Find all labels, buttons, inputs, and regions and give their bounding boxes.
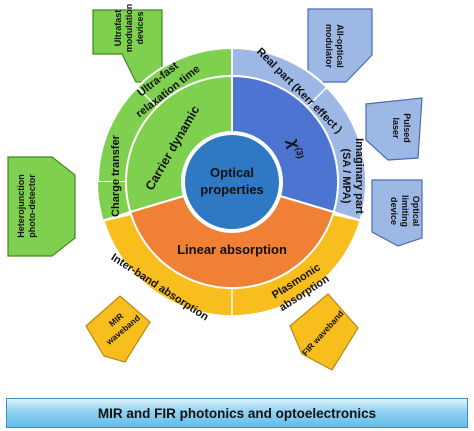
label-imag-line1: Imaginary part	[353, 138, 365, 214]
tab-fir-waveband: FIR waveband	[289, 293, 359, 371]
tab-heterojunction-line2: photo-detector	[27, 174, 37, 238]
tab-pulsed-laser: Pulsed laser	[365, 97, 423, 161]
tab-ultrafast-line2: modulation	[124, 4, 134, 53]
tab-all-optical-line1: All-optical	[335, 24, 345, 68]
tab-ultrafast-line1: Ultrafast	[113, 10, 123, 47]
tab-ultrafast-modulation: Ultrafast modulation devices	[92, 4, 163, 83]
tab-optical-limiting-line1: Optical	[411, 196, 421, 227]
label-imag-line2: (SA / MPA)	[340, 149, 352, 204]
tab-heterojunction: Heterojunction photo-detector	[7, 156, 76, 257]
center-line2: properties	[200, 182, 264, 197]
outer-divider-upper-right	[306, 86, 328, 108]
inner-segment-linear	[129, 194, 335, 290]
tab-optical-limiting-line3: device	[389, 197, 399, 225]
inner-segment-chi3	[231, 74, 339, 214]
tab-ultrafast-line3: devices	[135, 11, 145, 44]
center-line1: Optical	[210, 165, 254, 180]
bottom-banner: MIR and FIR photonics and optoelectronic…	[6, 398, 468, 428]
label-charge-transfer: Charge transfer	[110, 134, 122, 217]
tab-heterojunction-line1: Heterojunction	[16, 174, 26, 238]
tab-pulsed-laser-line2: laser	[391, 117, 401, 139]
banner-text: MIR and FIR photonics and optoelectronic…	[97, 405, 377, 421]
outer-divider-left	[103, 211, 131, 222]
center-circle	[183, 133, 281, 231]
tab-pulsed-laser-line1: Pulsed	[402, 113, 412, 143]
outer-divider-upper-left	[136, 86, 158, 108]
outer-divider-right	[333, 211, 361, 222]
tab-optical-limiting: Optical limiting device	[371, 179, 423, 247]
tab-all-optical: All-optical modulator	[307, 8, 373, 83]
inner-segment-carrier	[125, 74, 233, 214]
label-chi3: χ(3)	[284, 138, 305, 161]
tab-optical-limiting-line2: limiting	[400, 195, 410, 227]
tab-all-optical-line2: modulator	[324, 24, 334, 68]
label-linear-absorption: Linear absorption	[177, 242, 287, 257]
tab-mir-waveband: MIR waveband	[85, 295, 151, 363]
